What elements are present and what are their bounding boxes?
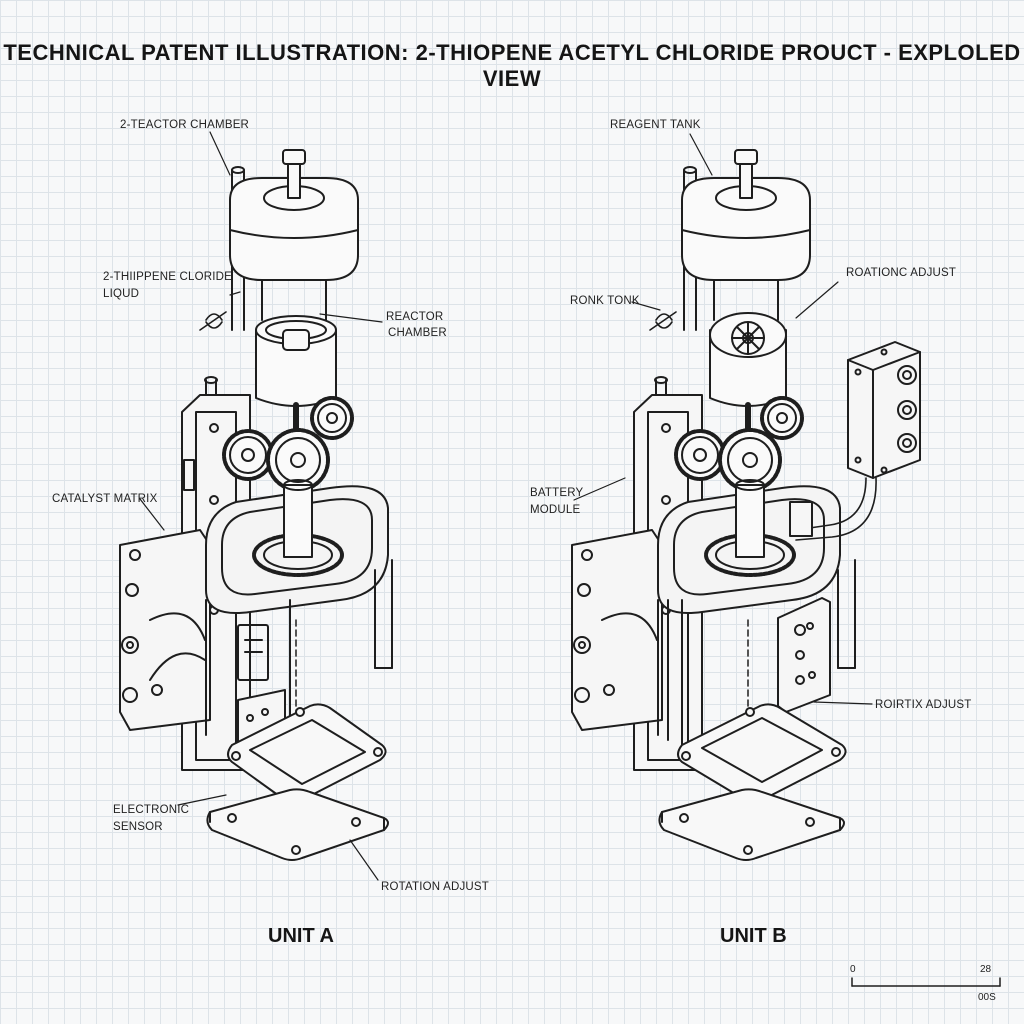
unit-b-caption: UNIT B [720,925,787,947]
reagent-tank [681,149,811,281]
label-reagent-tank: REAGENT TANK [610,119,701,131]
fan-chamber [709,312,787,483]
label-liquid-line1: 2-THIIPPENE CLORIDE [103,271,233,283]
scale-unit: 00S [978,992,996,1003]
label-battery-line2: MODULE [530,504,581,516]
base-plate-lower [658,788,845,861]
drawing-title: TECHNICAL PATENT ILLUSTRATION: 2-THIOPEN… [3,40,1021,91]
motor-block [571,529,663,731]
base-plate-upper [227,703,387,804]
label-reactor-line2: CHAMBER [388,327,447,339]
unit-b-assembly [571,133,921,861]
label-top-reactor: 2-TEACTOR CHAMBER [120,119,250,131]
label-battery-line1: BATTERY [530,487,584,499]
label-roirtix-adjust: ROIRTIX ADJUST [875,699,972,711]
cable [795,477,877,541]
rotation-symbol-icon [199,311,227,331]
scale-start: 0 [850,964,856,975]
label-reactor-line1: REACTOR [386,311,444,323]
reactor-chamber [255,315,337,483]
base-plate-lower [206,788,389,861]
cable-connector [789,501,813,537]
top-tank [229,149,359,281]
base-plate-upper [677,703,847,804]
leader-lines-b [573,133,873,705]
unit-a-caption: UNIT A [268,925,334,947]
scale-bar [851,977,1001,987]
control-box [847,341,921,479]
motor-block [119,529,211,731]
label-ronk-tonk: RONK TONK [570,295,640,307]
adjust-panel [777,597,831,713]
gear-train [674,396,804,492]
label-liquid-line2: LIQUD [103,288,140,300]
label-catalyst-matrix: CATALYST MATRIX [52,493,158,505]
label-sensor-line2: SENSOR [113,821,163,833]
leader-lines-a [139,131,383,881]
unit-a-assembly [119,131,393,881]
rotation-symbol-icon [649,311,677,331]
label-rotation-adjust: ROTATION ADJUST [381,881,489,893]
label-roationc-adjust: ROATIONC ADJUST [846,267,957,279]
label-sensor-line1: ELECTRONIC [113,804,190,816]
gear-train [222,396,354,492]
scale-end: 28 [980,964,992,975]
upper-housing [205,479,393,669]
